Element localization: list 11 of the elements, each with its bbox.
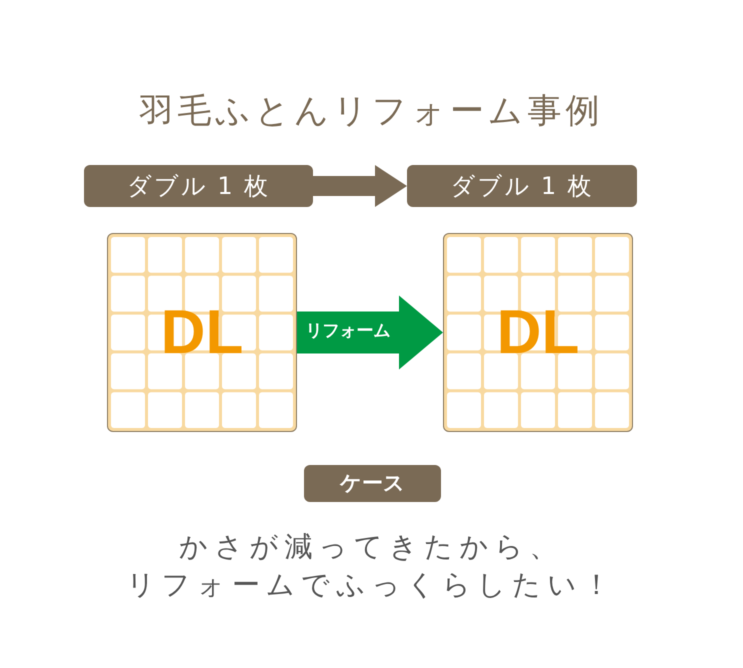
size-code: DL [160,302,244,364]
size-tag: ダブル 1 枚 [84,165,313,207]
note-text: かさが減ってきたから、 [178,533,565,561]
case-tag: ケース [304,465,441,502]
size-tag: ダブル 1 枚 [407,165,637,207]
block-arrow [297,296,443,370]
title: 羽毛ふとんリフォーム事例 [138,90,604,133]
edge-label: リフォーム [304,322,392,340]
note-text: リフォームでふっくらしたい！ [125,571,618,599]
size-code: DL [496,302,580,364]
arrow [313,165,407,207]
